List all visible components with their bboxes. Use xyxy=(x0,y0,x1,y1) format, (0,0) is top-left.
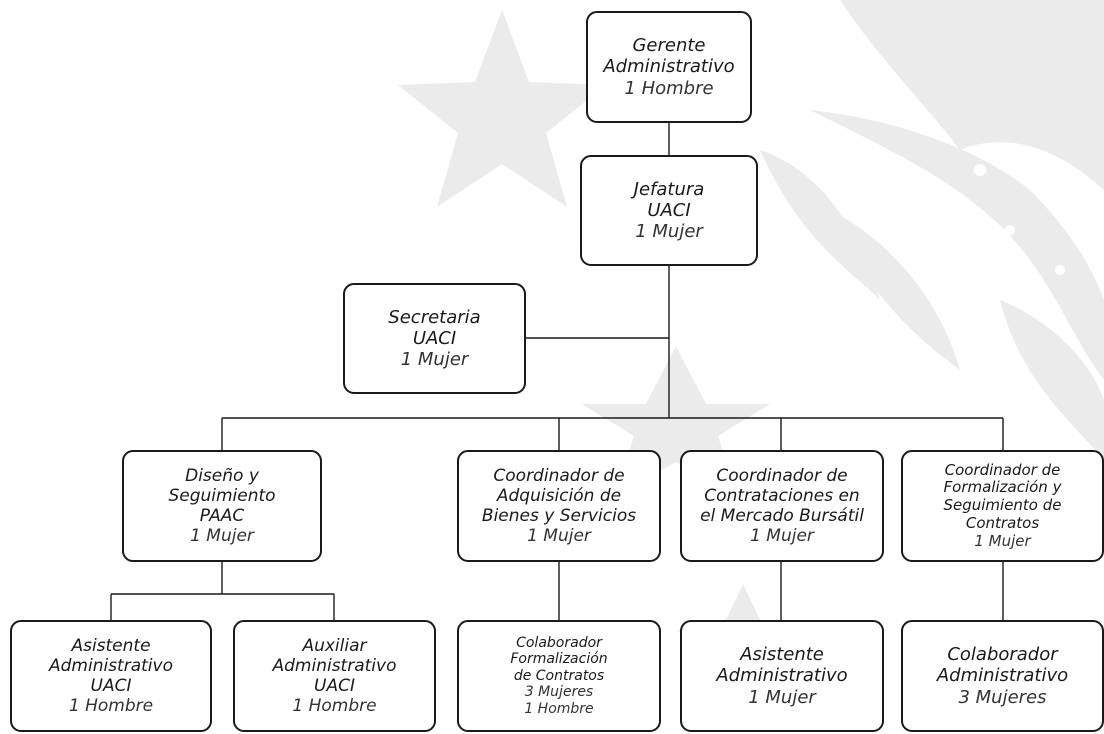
node-title-line: Administrativo xyxy=(603,56,735,78)
node-auxiliar-administrativo-uaci: Auxiliar Administrativo UACI 1 Hombre xyxy=(233,620,436,732)
node-headcount: 3 Mujeres xyxy=(524,684,594,701)
node-coordinador-formalizacion: Coordinador de Formalización y Seguimien… xyxy=(901,450,1104,562)
node-coordinador-adquisicion: Coordinador de Adquisición de Bienes y S… xyxy=(457,450,661,562)
node-title-line: Auxiliar xyxy=(302,635,367,656)
node-title-line: Diseño y xyxy=(185,465,259,486)
node-headcount: 3 Mujeres xyxy=(958,686,1047,708)
node-title-line: Coordinador de xyxy=(493,465,625,486)
watermark-wing-top xyxy=(840,0,1104,190)
node-secretaria-uaci: Secretaria UACI 1 Mujer xyxy=(343,283,526,394)
node-colaborador-formalizacion-contratos: Colaborador Formalización de Contratos 3… xyxy=(457,620,661,732)
node-title-line: Bienes y Servicios xyxy=(481,506,637,526)
node-headcount: 1 Hombre xyxy=(524,700,594,717)
node-headcount: 1 Hombre xyxy=(624,77,714,99)
node-title-line: Gerente xyxy=(632,35,706,57)
watermark-wing-middle xyxy=(810,110,1104,380)
watermark-dot xyxy=(974,164,986,176)
node-headcount: 1 Mujer xyxy=(635,221,703,243)
watermark-dot xyxy=(935,245,945,255)
node-headcount: 1 Mujer xyxy=(527,526,591,547)
node-headcount: 1 Mujer xyxy=(748,686,816,708)
node-gerente-administrativo: Gerente Administrativo 1 Hombre xyxy=(586,11,752,123)
node-title-line: Administrativo xyxy=(272,655,397,676)
node-title-line: Formalización y xyxy=(943,478,1062,497)
node-title-line: Secretaria xyxy=(388,306,481,328)
node-title-line: Jefatura xyxy=(633,178,705,200)
node-title-line: Colaborador xyxy=(516,634,602,651)
node-title-line: UACI xyxy=(647,199,691,221)
node-coordinador-mercado-bursatil: Coordinador de Contrataciones en el Merc… xyxy=(680,450,884,562)
node-title-line: Colaborador xyxy=(947,644,1058,666)
node-title-line: UACI xyxy=(314,676,355,696)
watermark-star-left xyxy=(398,10,606,207)
node-title-line: Contrataciones en xyxy=(704,485,860,506)
node-headcount: 1 Mujer xyxy=(400,349,469,371)
watermark-dot xyxy=(1005,225,1015,235)
node-title-line: PAAC xyxy=(199,506,245,526)
node-title-line: Contratos xyxy=(965,513,1040,532)
node-colaborador-administrativo: Colaborador Administrativo 3 Mujeres xyxy=(901,620,1104,732)
node-headcount: 1 Hombre xyxy=(292,696,377,717)
node-title-line: Administrativo xyxy=(49,655,173,676)
node-title-line: Administrativo xyxy=(936,665,1069,687)
node-title-line: Administrativo xyxy=(716,665,848,687)
node-asistente-administrativo-uaci: Asistente Administrativo UACI 1 Hombre xyxy=(10,620,212,732)
watermark-leaf-c xyxy=(1000,300,1104,460)
node-title-line: Asistente xyxy=(740,644,824,666)
node-headcount: 1 Mujer xyxy=(974,531,1031,550)
node-jefatura-uaci: Jefatura UACI 1 Mujer xyxy=(580,155,758,266)
node-title-line: Seguimiento de xyxy=(943,496,1062,515)
node-title-line: Formalización xyxy=(510,651,608,668)
node-title-line: Asistente xyxy=(71,635,151,656)
node-headcount: 1 Mujer xyxy=(190,526,254,547)
node-headcount: 1 Hombre xyxy=(68,696,154,717)
node-title-line: Adquisición de xyxy=(496,485,622,506)
watermark-dot xyxy=(1055,265,1065,275)
watermark-leaf-b xyxy=(830,210,960,370)
node-headcount: 1 Mujer xyxy=(750,526,814,547)
node-asistente-administrativo: Asistente Administrativo 1 Mujer xyxy=(680,620,884,732)
node-title-line: de Contratos xyxy=(513,667,605,684)
node-title-line: el Mercado Bursátil xyxy=(700,506,864,526)
watermark-leaf-a xyxy=(760,150,880,300)
node-diseno-seguimiento-paac: Diseño y Seguimiento PAAC 1 Mujer xyxy=(122,450,322,562)
node-title-line: UACI xyxy=(90,676,132,696)
node-title-line: UACI xyxy=(412,327,457,349)
node-title-line: Coordinador de xyxy=(944,460,1061,479)
node-title-line: Seguimiento xyxy=(168,485,276,506)
node-title-line: Coordinador de xyxy=(716,465,848,486)
